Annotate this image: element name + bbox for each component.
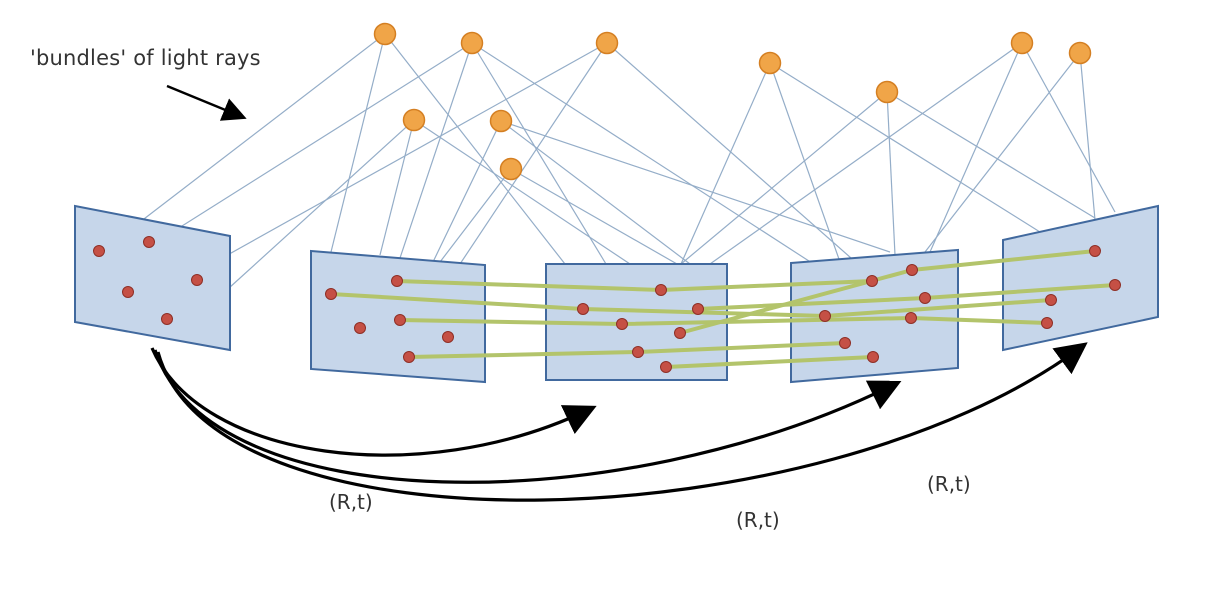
feature-point-11 xyxy=(403,351,415,363)
camera-plane-1 xyxy=(74,204,231,352)
feature-point-22 xyxy=(819,310,831,322)
feature-point-25 xyxy=(867,351,879,363)
feature-point-16 xyxy=(674,327,686,339)
light-ray-17 xyxy=(439,168,512,263)
pose-arrow-2 xyxy=(153,349,902,484)
pose-label-1: (R,t) xyxy=(329,490,373,514)
light-ray-4 xyxy=(162,42,473,239)
feature-track-2 xyxy=(329,292,1053,318)
light-ray-18 xyxy=(510,168,678,265)
pose-arrow-1 xyxy=(150,347,597,457)
light-ray-13 xyxy=(413,119,631,265)
light-ray-8 xyxy=(214,42,608,263)
feature-points xyxy=(93,236,1121,373)
feature-point-3 xyxy=(122,286,134,298)
feature-point-2 xyxy=(143,236,155,248)
light-ray-7 xyxy=(471,42,813,264)
feature-point-19 xyxy=(866,275,878,287)
pose-label-3: (R,t) xyxy=(927,472,971,496)
light-ray-27 xyxy=(1021,42,1116,213)
scene-point-7 xyxy=(1068,41,1092,65)
scene-point-5 xyxy=(875,80,899,104)
light-ray-20 xyxy=(769,62,841,263)
feature-point-20 xyxy=(906,264,918,276)
feature-point-28 xyxy=(1045,294,1057,306)
feature-point-1 xyxy=(93,245,105,257)
feature-point-13 xyxy=(655,284,667,296)
light-ray-2 xyxy=(330,33,386,253)
light-ray-16 xyxy=(500,120,891,253)
feature-point-5 xyxy=(161,313,173,325)
scene-points xyxy=(373,22,1092,181)
feature-point-15 xyxy=(616,318,628,330)
scene-point-1 xyxy=(373,22,397,46)
feature-track-5 xyxy=(664,355,875,369)
bundles-caption: 'bundles' of light rays xyxy=(30,46,261,70)
light-ray-11 xyxy=(228,119,415,289)
feature-point-6 xyxy=(325,288,337,300)
feature-point-24 xyxy=(839,337,851,349)
caption-arrow xyxy=(166,84,247,121)
light-ray-26 xyxy=(929,42,1023,253)
light-ray-23 xyxy=(886,91,896,256)
light-ray-12 xyxy=(379,119,415,256)
light-ray-24 xyxy=(886,91,1096,219)
feature-point-8 xyxy=(394,314,406,326)
light-ray-14 xyxy=(432,120,502,263)
scene-point-3 xyxy=(595,31,619,55)
feature-track-3 xyxy=(398,316,1049,326)
light-rays xyxy=(139,33,1116,289)
light-ray-25 xyxy=(709,42,1023,265)
light-ray-21 xyxy=(769,62,1041,233)
scene-point-6 xyxy=(1010,31,1034,55)
light-ray-1 xyxy=(139,33,386,223)
light-ray-15 xyxy=(500,120,691,265)
feature-point-23 xyxy=(905,312,917,324)
pose-arrows xyxy=(150,84,1088,502)
feature-point-17 xyxy=(632,346,644,358)
scene-point-8 xyxy=(402,108,426,132)
camera-plane-5 xyxy=(1002,204,1159,352)
feature-point-7 xyxy=(391,275,403,287)
feature-point-27 xyxy=(1109,279,1121,291)
pose-label-2: (R,t) xyxy=(736,508,780,532)
light-ray-29 xyxy=(1079,52,1096,221)
light-ray-5 xyxy=(399,42,473,259)
feature-point-26 xyxy=(1089,245,1101,257)
light-ray-28 xyxy=(924,52,1081,253)
light-ray-22 xyxy=(680,91,888,265)
light-ray-10 xyxy=(606,42,852,259)
feature-point-4 xyxy=(191,274,203,286)
scene-point-10 xyxy=(499,157,523,181)
feature-point-14 xyxy=(692,303,704,315)
scene-point-4 xyxy=(758,51,782,75)
feature-point-29 xyxy=(1041,317,1053,329)
feature-point-21 xyxy=(919,292,931,304)
feature-point-10 xyxy=(442,331,454,343)
scene-point-2 xyxy=(460,31,484,55)
light-ray-19 xyxy=(680,62,771,265)
light-ray-6 xyxy=(471,42,607,265)
feature-point-9 xyxy=(354,322,366,334)
feature-point-12 xyxy=(577,303,589,315)
scene-point-9 xyxy=(489,109,513,133)
light-ray-9 xyxy=(459,42,608,265)
feature-point-18 xyxy=(660,361,672,373)
light-ray-3 xyxy=(384,33,566,265)
pose-arrow-3 xyxy=(156,342,1088,502)
